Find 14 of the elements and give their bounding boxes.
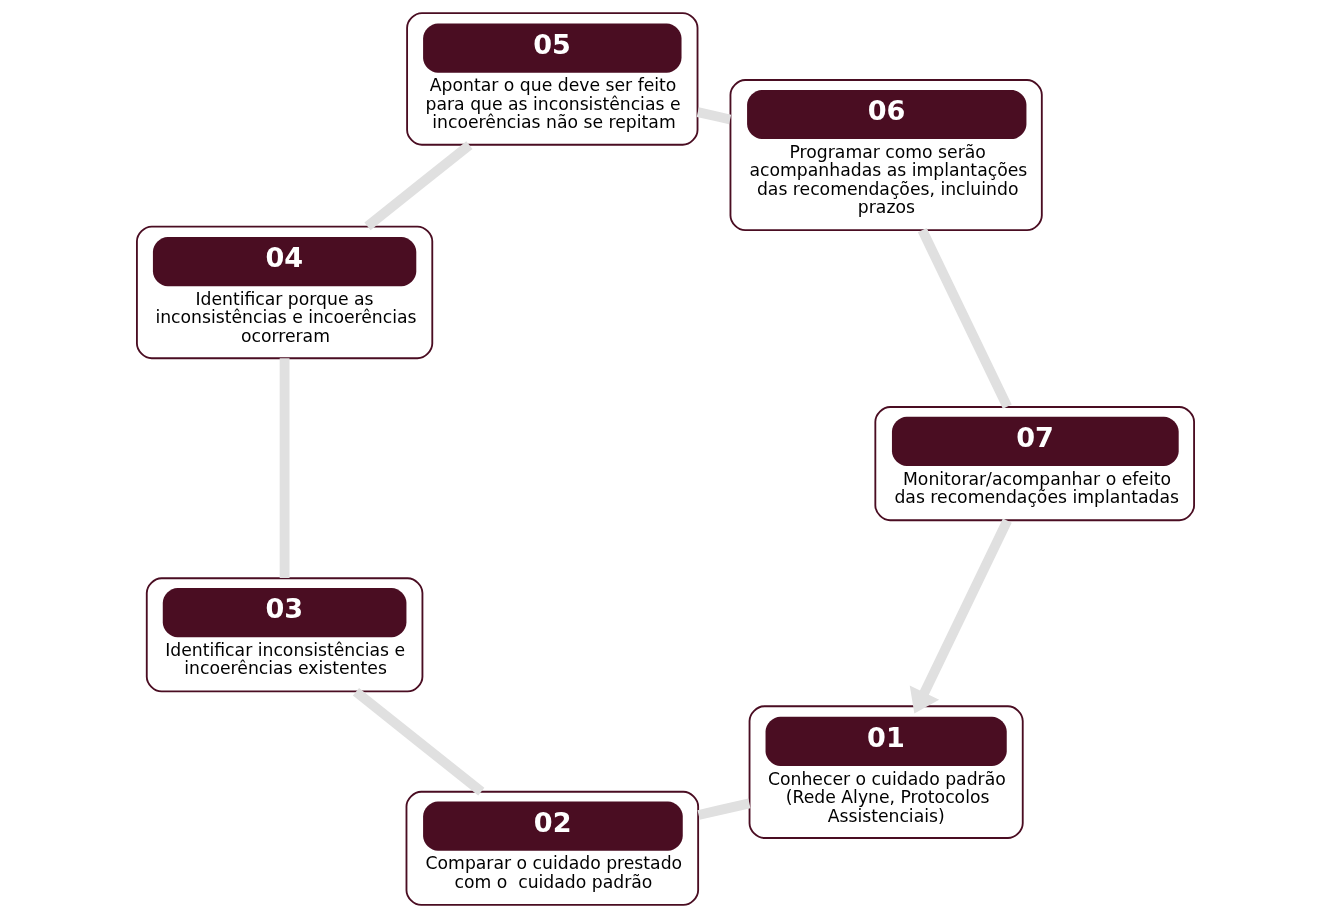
connector — [352, 687, 484, 796]
arrow — [909, 518, 1012, 714]
node-box: 05 Apontar o que deve ser feito para que as inconsistências e incoerências não se repitam — [405, 12, 698, 146]
connector — [697, 798, 750, 820]
node-box: 04 Identificar porque as inconsistências e incoerências ocorreram — [135, 225, 433, 360]
node-box: 07 Monitorar/acompanhar o efeito das recomendações implantadas — [873, 406, 1195, 522]
connector — [696, 107, 731, 125]
node-box: 06 Programar como serão acompanhadas as implantações das recomendações, incluindo prazos — [729, 79, 1043, 232]
connector — [917, 228, 1012, 409]
node-box: 02 Comparar o cuidado prestado com o cuidado padrão — [405, 790, 699, 906]
connector — [363, 141, 472, 231]
connector — [279, 358, 290, 578]
node-box: 03 Identificar inconsistências e incoerências existentes — [145, 577, 423, 693]
node-box: 01 Conhecer o cuidado padrão (Rede Alyne, Protocolos Assistenciais) — [748, 705, 1024, 839]
